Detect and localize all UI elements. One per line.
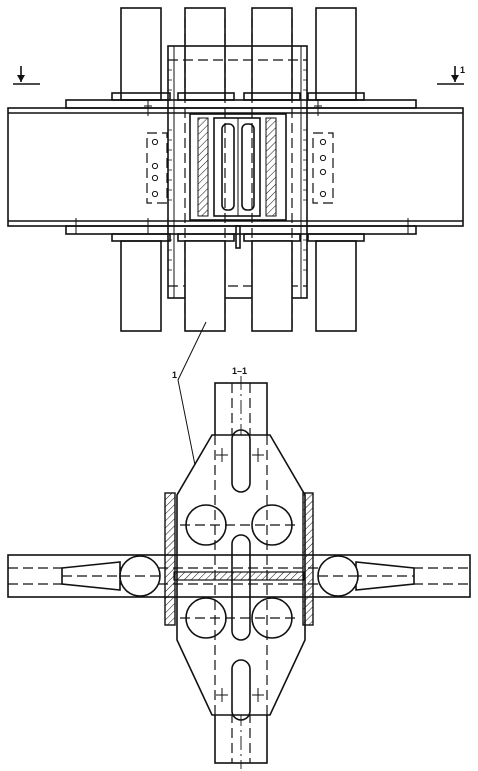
main-beam — [7, 107, 464, 227]
upper-base-plates — [65, 92, 417, 109]
section-title: 1–1 — [232, 366, 247, 376]
splice-plate-left — [146, 132, 168, 204]
section-bolts — [216, 448, 264, 702]
slot-center — [231, 534, 251, 641]
gusset-plate-plan — [167, 18, 308, 330]
lower-base-plates — [65, 225, 417, 242]
splice-plate-right — [312, 132, 334, 204]
column-section-holes — [180, 504, 298, 639]
callout-number: 1 — [172, 370, 177, 380]
plan-view: 1 — [7, 7, 465, 332]
slot-top — [231, 429, 251, 493]
slot-bottom — [231, 659, 251, 721]
section-marker-label: 1 — [460, 65, 465, 75]
side-plate-right — [302, 492, 314, 626]
side-plate-left — [164, 492, 176, 626]
beam-stiffeners — [189, 113, 287, 249]
section-view: 1–1 — [7, 366, 471, 769]
right-tapered-connector — [317, 555, 415, 597]
section-marker-left — [13, 66, 40, 85]
section-marker-right: 1 — [437, 65, 465, 85]
lower-columns — [120, 240, 357, 332]
left-tapered-connector — [61, 555, 161, 597]
upper-columns — [120, 7, 357, 101]
